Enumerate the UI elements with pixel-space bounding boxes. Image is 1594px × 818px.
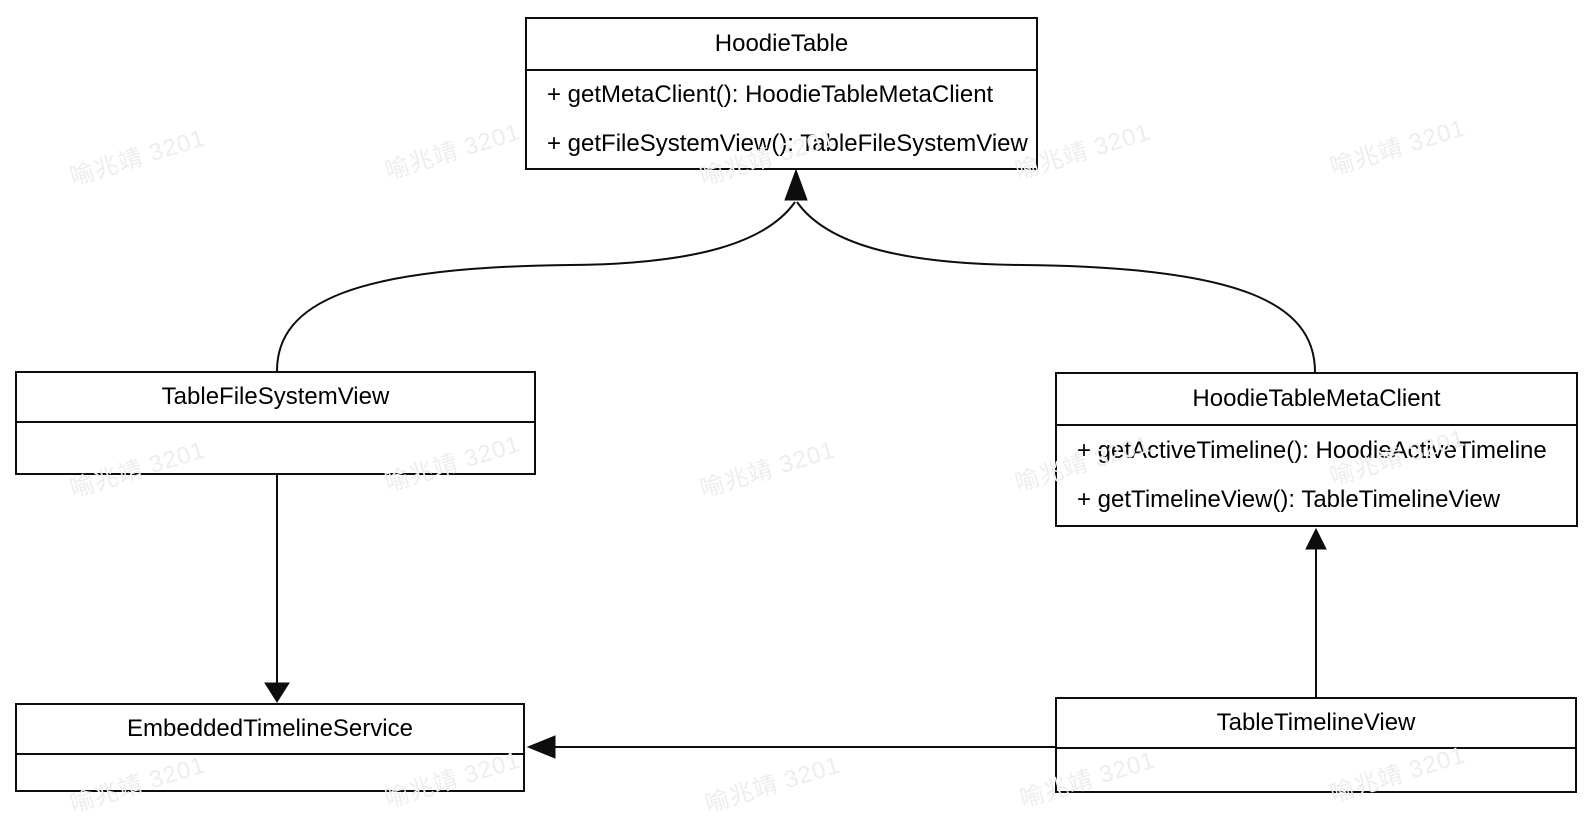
edge-hoodietablemetaclient-to-hoodietable (796, 201, 1316, 373)
class-body: + getMetaClient(): HoodieTableMetaClient… (527, 71, 1036, 168)
arrowhead-into-hoodietable (784, 168, 808, 201)
class-title: TableFileSystemView (17, 373, 534, 423)
arrowhead-into-embeddedtimelineservice-right (526, 735, 556, 759)
arrowhead-into-hoodietablemetaclient (1305, 527, 1327, 550)
class-box-tabletimelineview: TableTimelineView (1055, 697, 1577, 793)
class-title: HoodieTable (527, 19, 1036, 71)
class-box-tablefilesystemview: TableFileSystemView (15, 371, 536, 475)
class-method: + getMetaClient(): HoodieTableMetaClient (547, 81, 994, 109)
class-box-hoodietablemetaclient: HoodieTableMetaClient + getActiveTimelin… (1055, 372, 1578, 527)
class-body: + getActiveTimeline(): HoodieActiveTimel… (1057, 426, 1576, 525)
class-box-hoodietable: HoodieTable + getMetaClient(): HoodieTab… (525, 17, 1038, 170)
class-method: + getTimelineView(): TableTimelineView (1077, 486, 1501, 514)
class-title: TableTimelineView (1057, 699, 1575, 749)
edge-tablefilesystemview-to-hoodietable (276, 201, 796, 372)
class-body-empty (17, 423, 534, 473)
class-box-embeddedtimelineservice: EmbeddedTimelineService (15, 703, 525, 792)
class-title: HoodieTableMetaClient (1057, 374, 1576, 426)
class-body-empty (1057, 749, 1575, 791)
class-body-empty (17, 755, 523, 790)
class-method: + getActiveTimeline(): HoodieActiveTimel… (1077, 436, 1547, 464)
arrowhead-into-embeddedtimelineservice-top (264, 682, 290, 703)
class-method: + getFileSystemView(): TableFileSystemVi… (547, 129, 1028, 157)
class-title: EmbeddedTimelineService (17, 705, 523, 755)
